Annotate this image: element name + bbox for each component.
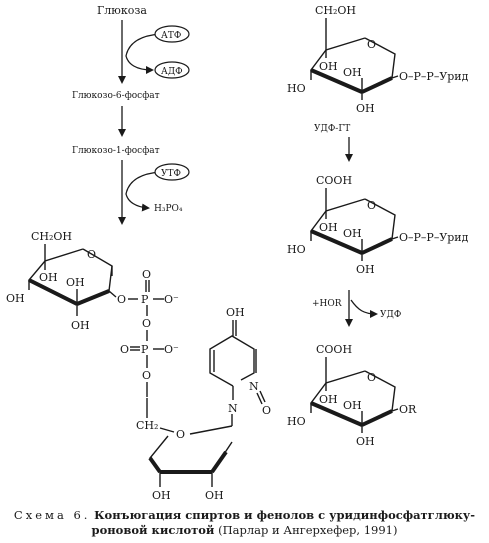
oh-c4-up: OH	[39, 271, 58, 284]
glycosidic-oxygen: O	[117, 293, 126, 306]
bridge-oxygen: O	[142, 317, 151, 330]
right-bot-or-group: OR	[399, 403, 417, 416]
right-bot-oh-c3: OH	[343, 399, 362, 412]
uracil-oh: OH	[226, 306, 245, 319]
phosphorus-1: P	[141, 293, 149, 306]
right-top-ring-oxygen: O	[367, 38, 376, 51]
right-top-oh-c3: OH	[343, 66, 362, 79]
udp-glucose-structure: O CH₂OH OH OH OH OH O P O O⁻ O P O O⁻ O	[6, 230, 271, 502]
g6p-label: Глюкозо-6-фосфат	[72, 91, 160, 101]
right-top-ch2oh: CH₂OH	[315, 4, 356, 17]
figure-caption: Схема 6. Конъюгация спиртов и фенолов с …	[0, 508, 489, 538]
activation-pathway: Глюкоза АТФ АДФ Глюкозо-6-фосфат Глюкозо…	[72, 4, 190, 225]
right-mid-cooh: COOH	[316, 174, 352, 187]
oh-c4: OH	[6, 292, 25, 305]
glucose-ring-front	[76, 289, 110, 306]
right-top-ho-c4: HO	[287, 82, 306, 95]
adp-label: АДФ	[161, 67, 183, 77]
right-mid-ho-c4: HO	[287, 243, 306, 256]
uracil-n3: N	[249, 380, 259, 393]
right-udp-glucose: O CH₂OH OH HO OH OH O–P–P–Урид УДФ-ГТ	[287, 4, 469, 162]
ch2oh-group: CH₂OH	[31, 230, 72, 243]
phosphate-2-o-minus: O⁻	[164, 343, 179, 356]
utp-curve	[125, 171, 161, 212]
right-top-uridine-chain: O–P–P–Урид	[399, 70, 469, 83]
caption-source: (Парлар и Ангерхефер, 1991)	[218, 523, 398, 537]
ribose-oh-c3: OH	[152, 489, 171, 502]
right-mid-oh-c2: OH	[356, 263, 375, 276]
right-glucuronide: O COOH OH HO OH OH OR	[287, 343, 417, 448]
phosphate-1-oxo: O	[142, 268, 151, 281]
glucose-label: Глюкоза	[97, 4, 147, 17]
udp-release-curve	[350, 299, 378, 318]
udp-label: УДФ	[380, 310, 401, 320]
right-mid-ring-oxygen: O	[367, 199, 376, 212]
adp-oval	[154, 61, 190, 79]
phosphate-2-oxo: O	[120, 343, 129, 356]
caption-title: Конъюгация спиртов и фенолов с уридинфос…	[94, 508, 476, 522]
phosphorus-2: P	[141, 343, 149, 356]
utp-oval	[154, 163, 190, 181]
oh-c2: OH	[71, 319, 90, 332]
right-top-oh-c4-up: OH	[319, 60, 338, 73]
right-bot-oh-c4-up: OH	[319, 393, 338, 406]
h3po4-label: H₃PO₄	[154, 204, 183, 214]
ribose-oh-c2: OH	[205, 489, 224, 502]
right-udpga: O COOH OH HO OH OH O–P–P–Урид +HOR УДФ	[287, 174, 469, 327]
right-bot-cooh: COOH	[316, 343, 352, 356]
right-bot-oh-c2: OH	[356, 435, 375, 448]
udp-gt-label: УДФ-ГТ	[314, 124, 350, 134]
phosphate-1-o-minus: O⁻	[164, 293, 179, 306]
uracil-oxo: O	[262, 404, 271, 417]
right-bot-ring-oxygen: O	[367, 371, 376, 384]
right-bot-ho-c4: HO	[287, 415, 306, 428]
atp-curve	[125, 33, 161, 74]
caption-label: Схема 6.	[13, 508, 91, 522]
atp-label: АТФ	[161, 31, 181, 41]
ring-oxygen: O	[87, 248, 96, 261]
glucose-ring-front-2	[28, 278, 78, 306]
utp-label: УТФ	[161, 169, 181, 179]
uracil-n1: N	[228, 402, 238, 415]
right-mid-uridine-chain: O–P–P–Урид	[399, 231, 469, 244]
ribose-oxygen: O	[176, 428, 185, 441]
atp-oval	[154, 25, 190, 43]
caption-title-cont: роновой кислотой	[91, 523, 215, 537]
g1p-label: Глюкозо-1-фосфат	[72, 146, 160, 156]
oh-c3: OH	[66, 276, 85, 289]
ch2-group: CH₂	[136, 419, 158, 432]
right-top-oh-c2: OH	[356, 102, 375, 115]
phosphate-ester-oxygen: O	[142, 369, 151, 382]
right-mid-oh-c3: OH	[343, 227, 362, 240]
hor-label: +HOR	[312, 299, 342, 309]
right-mid-oh-c4-up: OH	[319, 221, 338, 234]
